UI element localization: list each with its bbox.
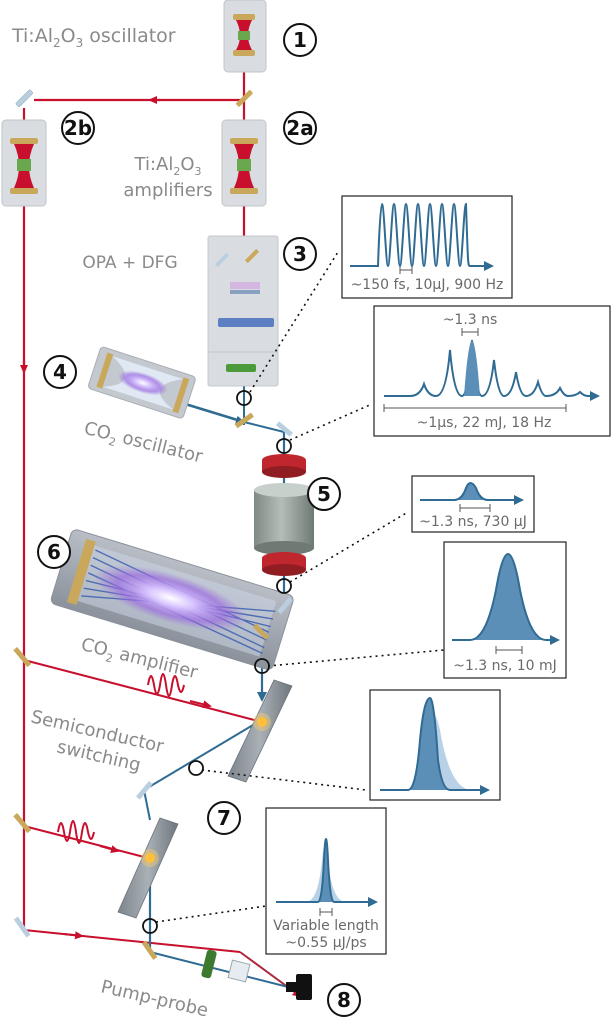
ti-amplifier-2b — [1, 119, 47, 207]
co2-oscillator-label: CO2 oscillator — [81, 418, 205, 471]
inset-4-caption: ~1.3 ns, 10 mJ — [453, 658, 557, 674]
marker-2a: 2a — [283, 111, 317, 145]
co2-amplifier — [50, 529, 294, 670]
mirror-icon — [15, 89, 34, 108]
svg-text:2a: 2a — [286, 116, 313, 140]
inset-2: ~1.3 ns ~1µs, 22 mJ, 18 Hz — [373, 305, 611, 437]
opa-dfg-unit — [207, 235, 279, 387]
detector-icon — [286, 974, 312, 1000]
mirror-icon — [136, 781, 153, 800]
oscillator-label: Ti:Al2O3 oscillator — [11, 25, 176, 50]
pump-probe-label: Pump-probe — [99, 976, 210, 1021]
pulse-train-1 — [350, 202, 494, 271]
svg-text:6: 6 — [47, 540, 61, 564]
ti-oscillator-unit — [223, 0, 267, 73]
sampling-rings — [142, 390, 292, 934]
mirror-icon — [13, 916, 31, 938]
ti-amplifier-2a — [221, 119, 267, 207]
marker-8: 8 — [327, 983, 361, 1017]
leader-lines — [155, 251, 445, 923]
germanium-slab-icon — [227, 679, 293, 783]
inset-6-caption-line2: ~0.55 µJ/ps — [285, 935, 366, 951]
inset-6-caption-line1: Variable length — [273, 918, 379, 934]
marker-2b: 2b — [61, 111, 95, 145]
marker-7: 7 — [207, 801, 241, 835]
marker-1: 1 — [283, 23, 317, 57]
co2-oscillator — [88, 346, 196, 419]
marker-5: 5 — [307, 477, 341, 511]
marker-4: 4 — [43, 355, 77, 389]
mirror-icon — [252, 623, 270, 640]
inset-5 — [369, 689, 501, 801]
inset-3-caption: ~1.3 ns, 730 µJ — [419, 514, 527, 530]
mirror-icon — [13, 813, 32, 834]
mirror-icon — [141, 940, 158, 960]
germanium-slab-icon — [117, 817, 179, 919]
mirror-icon — [13, 647, 32, 668]
svg-text:1: 1 — [293, 28, 307, 52]
opa-label: OPA + DFG — [82, 253, 177, 273]
svg-text:7: 7 — [217, 806, 231, 830]
marker-3: 3 — [283, 237, 317, 271]
mirror-icon — [234, 412, 254, 429]
inset-1-caption: ~150 fs, 10µJ, 900 Hz — [351, 277, 504, 293]
amplifiers-label-line1: Ti:Al2O3 — [134, 154, 202, 178]
marker-6: 6 — [37, 535, 71, 569]
inset-2-top-label: ~1.3 ns — [443, 312, 498, 328]
pump-pulse-icon — [57, 820, 95, 844]
svg-text:2b: 2b — [64, 116, 92, 140]
inset-3: ~1.3 ns, 730 µJ — [411, 475, 535, 533]
svg-text:8: 8 — [337, 988, 351, 1012]
svg-text:5: 5 — [317, 482, 331, 506]
inset-4: ~1.3 ns, 10 mJ — [443, 541, 567, 679]
pump-pulse-icon — [147, 673, 185, 697]
mirror-icon — [277, 597, 293, 615]
amplifiers-label-line2: amplifiers — [123, 180, 212, 201]
pump-probe-optics — [201, 949, 251, 983]
svg-text:3: 3 — [293, 242, 307, 266]
inset-6: Variable length ~0.55 µJ/ps — [265, 807, 387, 955]
mirror-icon — [235, 89, 253, 107]
svg-text:4: 4 — [53, 360, 67, 384]
inset-1: ~150 fs, 10µJ, 900 Hz — [341, 195, 513, 299]
co2-preamp-cell — [254, 454, 314, 576]
inset-2-caption: ~1µs, 22 mJ, 18 Hz — [417, 415, 552, 431]
mirror-icon — [275, 421, 293, 437]
